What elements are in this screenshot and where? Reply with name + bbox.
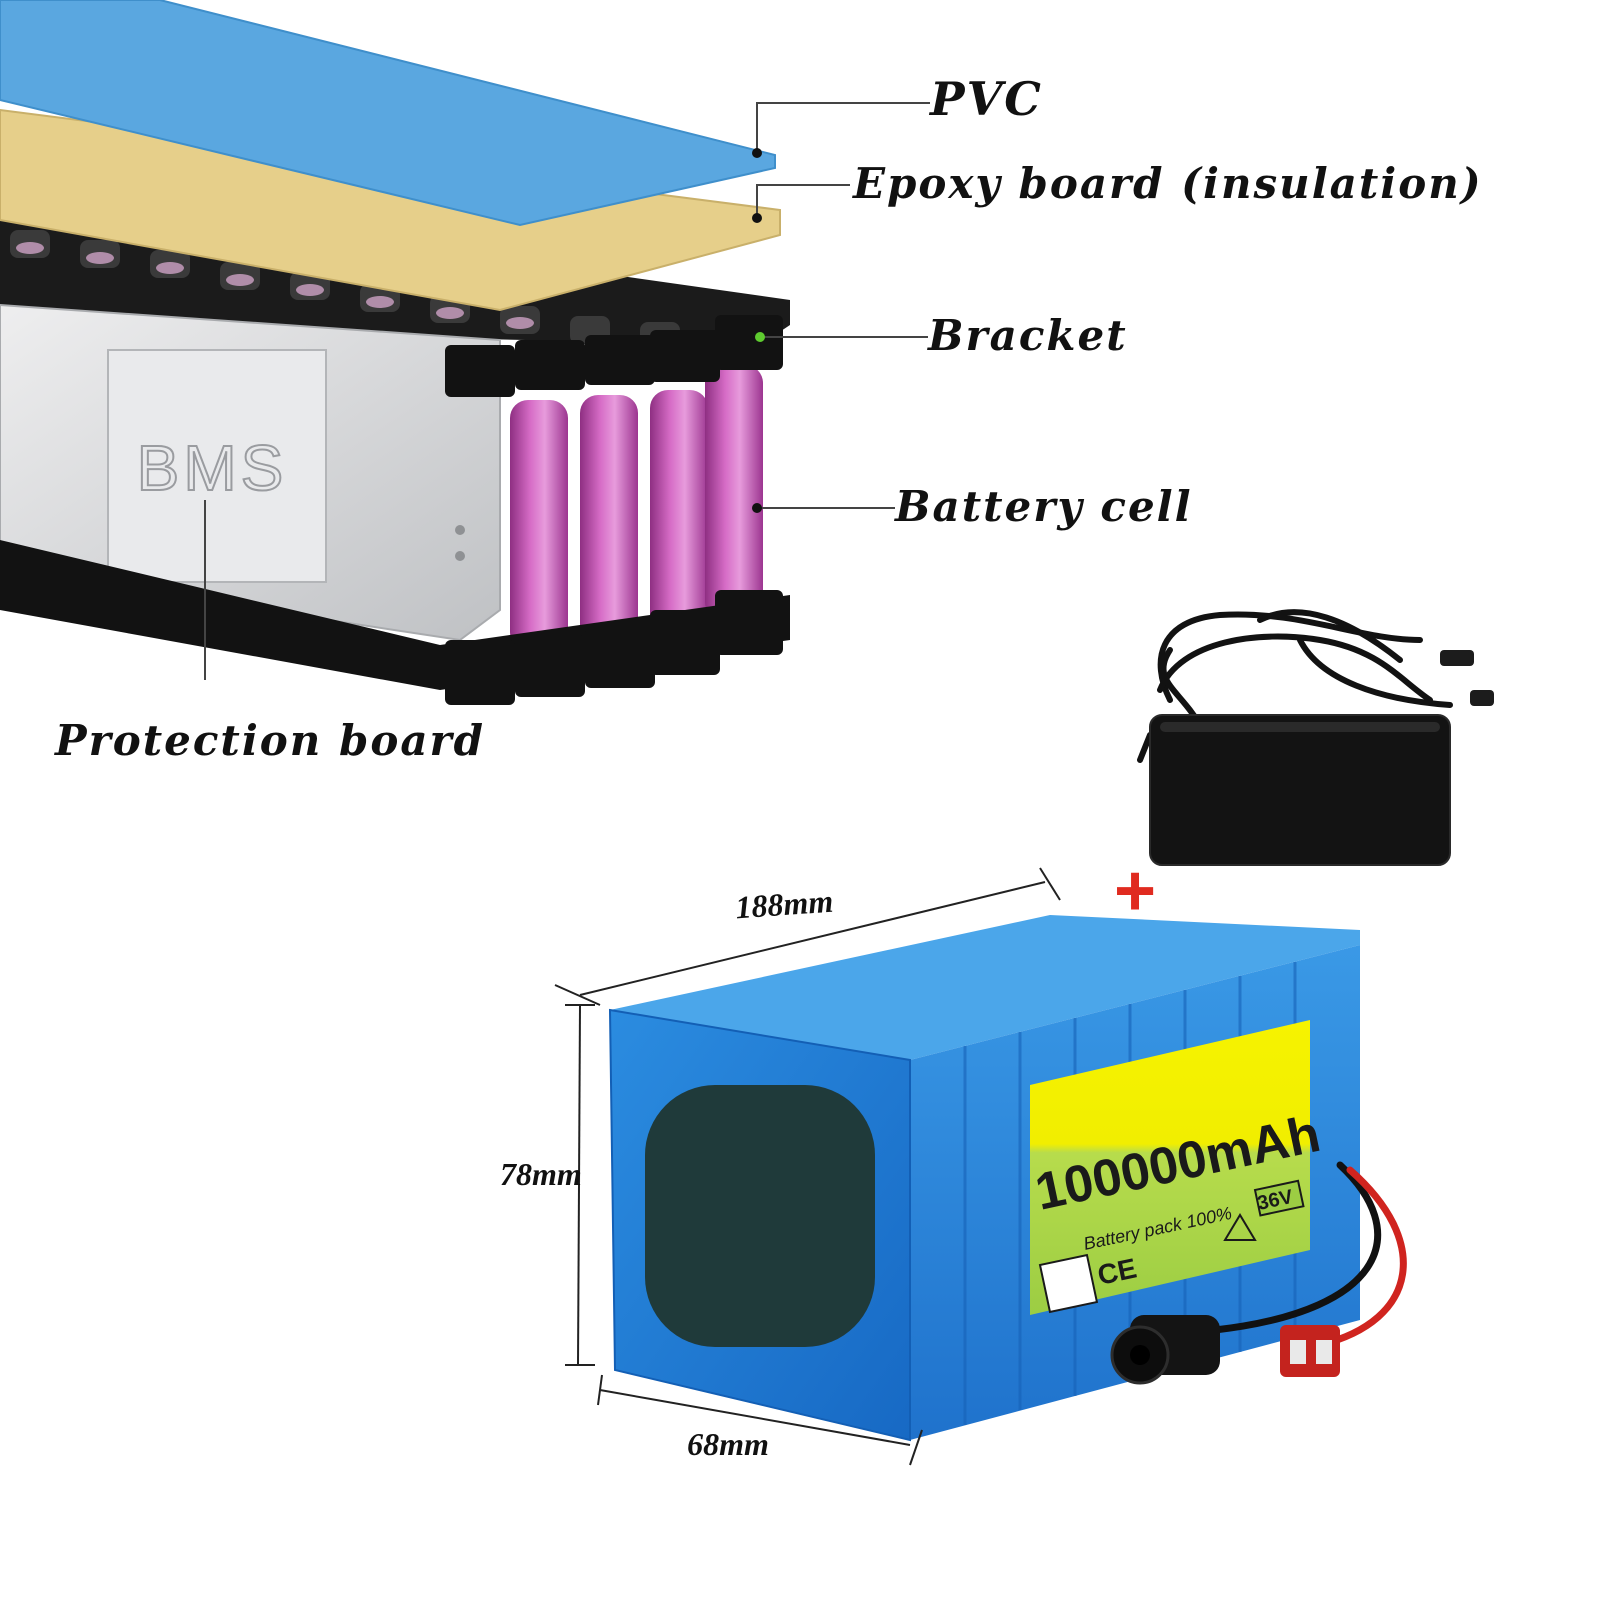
capacity-label: 100000mAh Battery pack 100% 36V CE xyxy=(1030,1020,1325,1315)
bracket-bottom xyxy=(0,540,790,705)
callout-pvc: PVC xyxy=(928,72,1043,126)
callout-bracket: Bracket xyxy=(927,311,1128,360)
dimension-width: 68mm xyxy=(687,1426,769,1462)
battery-cells xyxy=(510,365,763,650)
callout-protection-board: Protection board xyxy=(54,716,485,765)
exploded-assembly: BMS xyxy=(0,0,790,705)
warning-icon xyxy=(1223,1213,1257,1241)
plus-sign: + xyxy=(1114,851,1156,931)
charger xyxy=(1137,609,1494,866)
bms-mark: BMS xyxy=(137,432,288,504)
end-cap xyxy=(645,1085,875,1347)
wires xyxy=(1211,1161,1407,1349)
dimension-height: 78mm xyxy=(500,1156,582,1192)
dc-connector xyxy=(1110,1315,1220,1385)
qr-code-icon xyxy=(1038,1253,1099,1314)
bracket-front-top xyxy=(445,315,783,397)
pvc-sheet xyxy=(0,0,776,227)
dimension-lines xyxy=(554,867,1061,1466)
dimension-length: 188mm xyxy=(734,883,834,926)
callout-leaders xyxy=(204,102,930,680)
bms-plate xyxy=(107,349,327,583)
battery-pack: 100000mAh Battery pack 100% 36V CE xyxy=(608,915,1407,1442)
callout-dots xyxy=(752,148,765,513)
side-plate: BMS xyxy=(0,303,501,642)
callout-epoxy-board: Epoxy board (insulation) xyxy=(852,159,1483,208)
callout-battery-cell: Battery cell xyxy=(894,482,1193,531)
t-plug-connector xyxy=(1280,1325,1340,1377)
